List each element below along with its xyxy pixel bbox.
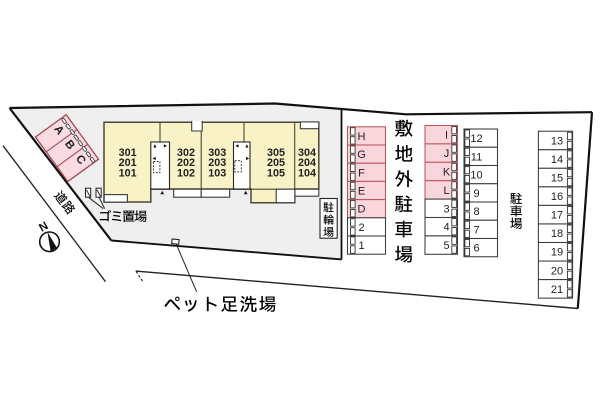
svg-text:F: F [358,167,365,179]
svg-text:13: 13 [551,135,563,147]
svg-text:102: 102 [177,167,195,179]
svg-text:E: E [358,186,365,198]
svg-text:105: 105 [267,167,285,179]
svg-text:202: 202 [177,157,195,169]
svg-text:H: H [358,131,366,143]
svg-text:20: 20 [551,265,563,277]
svg-text:4: 4 [443,222,449,234]
svg-text:1: 1 [358,240,364,252]
svg-text:301: 301 [119,147,137,159]
svg-text:D: D [358,204,366,216]
svg-text:6: 6 [473,243,479,255]
svg-text:304: 304 [298,147,316,159]
svg-text:G: G [357,149,366,161]
svg-text:16: 16 [551,191,563,203]
svg-text:203: 203 [208,157,226,169]
svg-text:14: 14 [551,154,563,166]
svg-text:17: 17 [551,210,563,222]
svg-text:8: 8 [473,206,479,218]
svg-text:302: 302 [177,147,195,159]
svg-text:7: 7 [473,224,479,236]
svg-text:201: 201 [119,157,137,169]
svg-text:18: 18 [551,228,563,240]
svg-text:12: 12 [470,133,482,145]
svg-text:305: 305 [267,147,285,159]
svg-text:103: 103 [208,167,226,179]
svg-text:15: 15 [551,173,563,185]
svg-text:303: 303 [208,147,226,159]
svg-text:104: 104 [298,167,316,179]
svg-text:3: 3 [443,203,449,215]
svg-text:5: 5 [443,240,449,252]
svg-text:101: 101 [119,167,137,179]
svg-text:10: 10 [470,170,482,182]
svg-text:205: 205 [267,157,285,169]
svg-text:11: 11 [471,151,482,163]
svg-text:L: L [443,185,449,197]
svg-text:19: 19 [551,247,563,259]
svg-text:J: J [444,148,450,160]
svg-text:2: 2 [358,222,364,234]
svg-text:204: 204 [298,157,316,169]
svg-text:9: 9 [473,188,479,200]
svg-text:I: I [445,130,448,142]
svg-text:21: 21 [551,284,563,296]
svg-text:K: K [443,167,451,179]
